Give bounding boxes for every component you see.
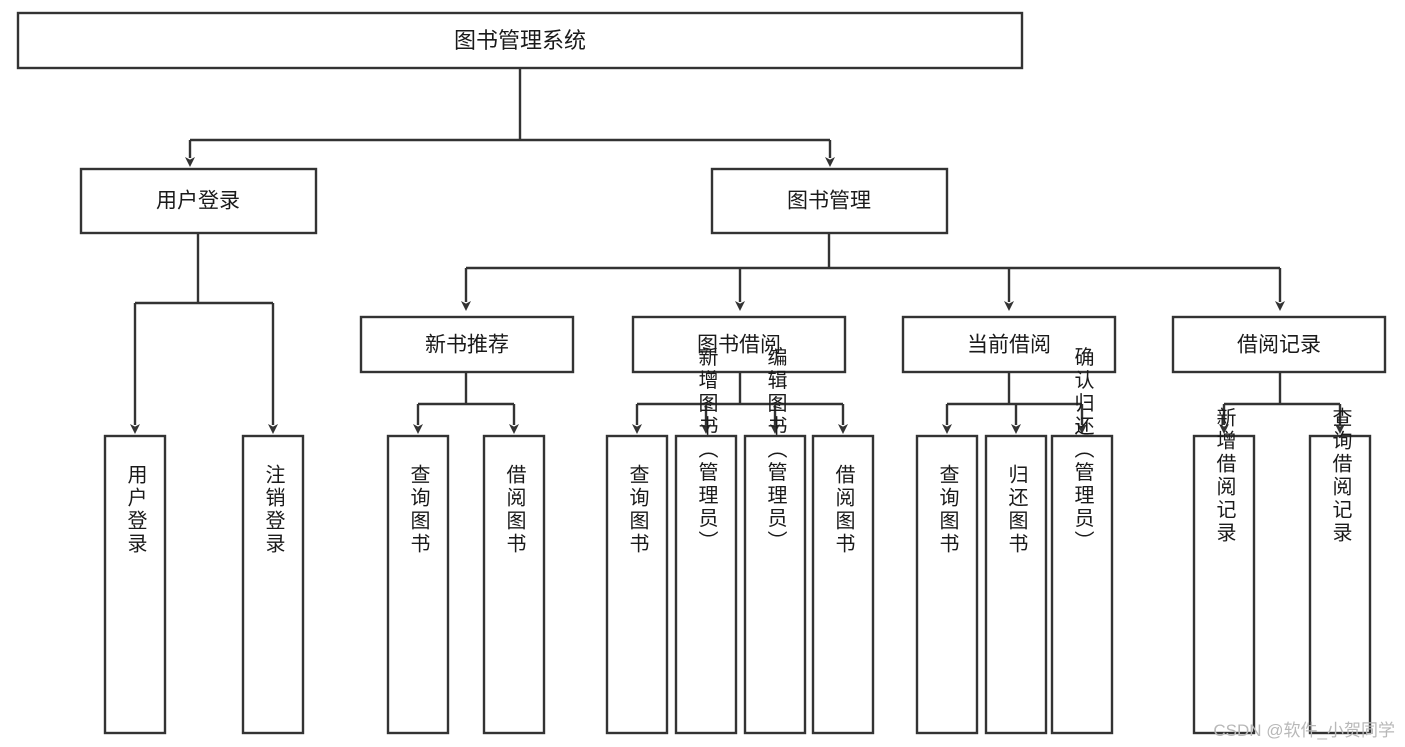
leaf-borrow-book-2-label: 借阅图书 xyxy=(832,464,855,556)
node-book-borrow[interactable]: 图书借阅 xyxy=(631,315,847,374)
leaf-confirm-return-label: 确认归还（管理员） xyxy=(1071,346,1094,553)
leaf-edit-book[interactable]: 编辑图书（管理员） xyxy=(743,346,807,735)
leaf-borrow-book-2[interactable]: 借阅图书 xyxy=(811,434,875,735)
leaf-add-book-label: 新增图书（管理员） xyxy=(695,346,718,553)
node-new-book-rec[interactable]: 新书推荐 xyxy=(359,315,575,374)
leaf-user-login-box[interactable] xyxy=(103,434,167,735)
leaf-query-book-2-label: 查询图书 xyxy=(626,464,649,556)
leaf-return-book-box[interactable] xyxy=(984,434,1048,735)
leaf-borrow-book-1-label: 借阅图书 xyxy=(503,464,526,556)
leaf-user-logout-box[interactable] xyxy=(241,434,305,735)
node-borrow-record[interactable]: 借阅记录 xyxy=(1171,315,1387,374)
leaf-borrow-book-1[interactable]: 借阅图书 xyxy=(482,434,546,735)
leaf-add-record-box[interactable] xyxy=(1192,434,1256,735)
node-current-borrow-label: 当前借阅 xyxy=(967,334,1051,357)
leaf-query-book-3-box[interactable] xyxy=(915,434,979,735)
leaf-user-logout-label: 注销登录 xyxy=(262,464,285,556)
leaf-add-book[interactable]: 新增图书（管理员） xyxy=(674,346,738,735)
node-root[interactable]: 图书管理系统 xyxy=(16,11,1024,70)
node-root-label: 图书管理系统 xyxy=(454,28,586,53)
leaf-confirm-return-box[interactable] xyxy=(1050,434,1114,735)
leaf-return-book[interactable]: 归还图书 xyxy=(984,434,1048,735)
leaf-borrow-book-1-box[interactable] xyxy=(482,434,546,735)
node-borrow-record-label: 借阅记录 xyxy=(1237,334,1321,357)
node-user-login-label: 用户登录 xyxy=(156,190,240,213)
leaf-query-book-2[interactable]: 查询图书 xyxy=(605,434,669,735)
node-current-borrow-box[interactable] xyxy=(901,315,1117,374)
leaf-query-book-1-label: 查询图书 xyxy=(407,464,430,556)
leaf-add-record-label: 新增借阅记录 xyxy=(1213,407,1236,545)
node-book-manage-label: 图书管理 xyxy=(787,190,871,213)
leaf-query-book-3-label: 查询图书 xyxy=(936,464,959,556)
node-borrow-record-box[interactable] xyxy=(1171,315,1387,374)
node-book-borrow-label: 图书借阅 xyxy=(697,334,781,357)
leaf-query-record-label: 查询借阅记录 xyxy=(1329,407,1352,545)
leaf-confirm-return[interactable]: 确认归还（管理员） xyxy=(1050,346,1114,735)
leaf-query-record[interactable]: 查询借阅记录 xyxy=(1308,407,1372,735)
leaf-add-book-box[interactable] xyxy=(674,434,738,735)
leaf-edit-book-box[interactable] xyxy=(743,434,807,735)
leaf-add-record[interactable]: 新增借阅记录 xyxy=(1192,407,1256,735)
leaf-edit-book-label: 编辑图书（管理员） xyxy=(764,346,787,553)
leaf-query-record-box[interactable] xyxy=(1308,434,1372,735)
node-new-book-rec-label: 新书推荐 xyxy=(425,334,509,357)
leaf-return-book-label: 归还图书 xyxy=(1005,464,1028,556)
leaf-query-book-1[interactable]: 查询图书 xyxy=(386,434,450,735)
node-book-borrow-box[interactable] xyxy=(631,315,847,374)
leaf-user-login[interactable]: 用户登录 xyxy=(103,434,167,735)
node-root-box[interactable] xyxy=(16,11,1024,70)
leaf-query-book-3[interactable]: 查询图书 xyxy=(915,434,979,735)
leaf-user-login-label: 用户登录 xyxy=(124,464,147,556)
node-new-book-rec-box[interactable] xyxy=(359,315,575,374)
leaf-query-book-2-box[interactable] xyxy=(605,434,669,735)
node-book-manage-box[interactable] xyxy=(710,167,949,235)
node-current-borrow[interactable]: 当前借阅 xyxy=(901,315,1117,374)
node-user-login[interactable]: 用户登录 xyxy=(79,167,318,235)
leaf-query-book-1-box[interactable] xyxy=(386,434,450,735)
node-user-login-box[interactable] xyxy=(79,167,318,235)
leaf-borrow-book-2-box[interactable] xyxy=(811,434,875,735)
leaf-user-logout[interactable]: 注销登录 xyxy=(241,434,305,735)
edge-layer xyxy=(130,68,1345,434)
node-book-manage[interactable]: 图书管理 xyxy=(710,167,949,235)
